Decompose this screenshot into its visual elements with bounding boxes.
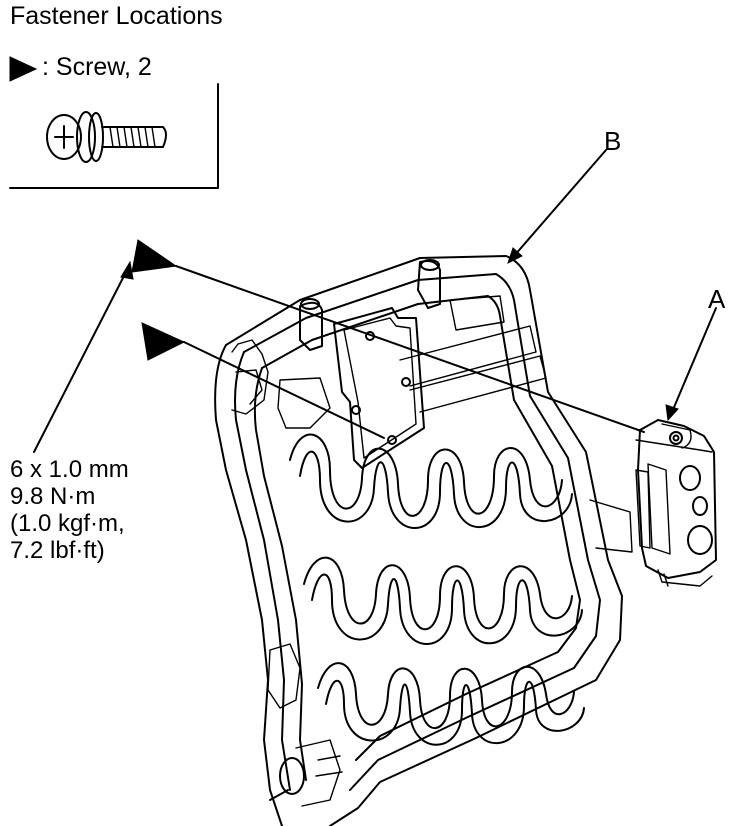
callout-a-leader-line [671,307,717,413]
mounting-bracket [333,307,425,469]
switch-part-a [635,419,717,587]
screw-marker-lower-icon [141,322,385,439]
spec-leader-arrowhead [120,260,134,280]
screw-legend-marker-icon [9,56,38,82]
torque-spec-kgf: (1.0 kgf·m, [10,510,125,537]
seat-back-frame [214,255,633,826]
callout-b-leader-line [513,149,607,257]
torque-spec-lbf: 7.2 lbf·ft) [10,537,105,564]
callout-a-label: A [708,284,726,314]
callout-a-arrowhead [665,404,679,422]
legend-screw-label: : Screw, 2 [42,53,152,81]
torque-spec-nm: 9.8 N·m [10,483,96,510]
spec-leader-line [33,271,127,453]
screw-icon [46,111,167,163]
torque-spec: 6 x 1.0 mm 9.8 N·m (1.0 kgf·m, 7.2 lbf·f… [10,456,129,564]
legend-box-border [9,83,219,189]
torque-spec-size: 6 x 1.0 mm [10,456,129,483]
screw-marker-upper-icon [131,239,645,433]
callout-b-label: B [604,126,622,156]
seat-spring-wires [289,433,585,746]
diagram-title: Fastener Locations [10,2,223,30]
